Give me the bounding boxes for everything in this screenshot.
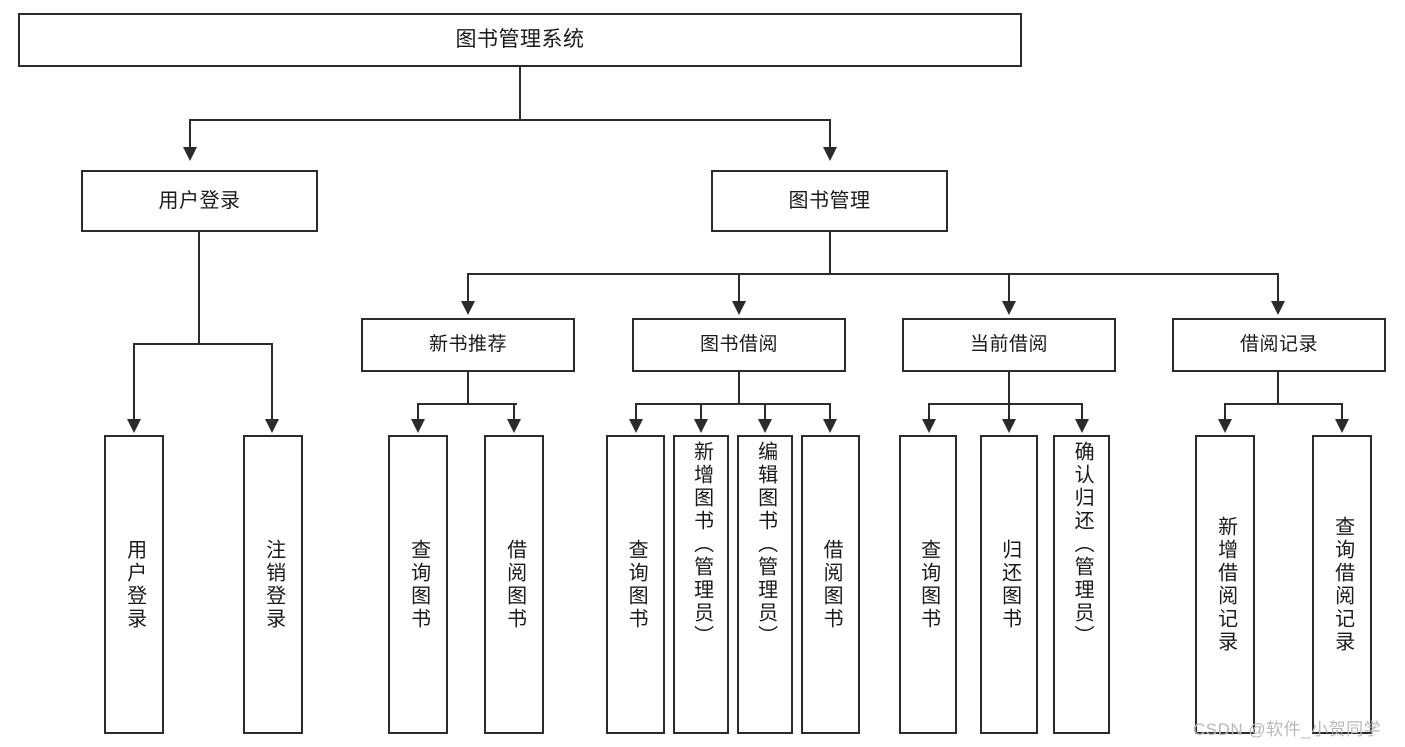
node-label: 当前借阅 [969, 334, 1048, 356]
node-label: 借阅图书 [503, 538, 526, 631]
node-leaf-add-book[interactable]: 新增图书（管理员） [673, 435, 729, 734]
connector-borrow-record-bus [1224, 403, 1342, 405]
node-label: 新书推荐 [428, 334, 507, 356]
arrow-to-new-book-recommend [461, 301, 475, 315]
node-label: 查询图书 [407, 538, 430, 631]
node-label: 查询图书 [917, 538, 940, 631]
arrow-to-leaf-user-logout [265, 419, 279, 433]
connector-bb-to-add-book [700, 403, 702, 421]
connector-bb-to-edit-book [764, 403, 766, 421]
node-leaf-query-book-2[interactable]: 查询图书 [606, 435, 665, 734]
arrow-to-leaf-confirm-return [1075, 419, 1089, 433]
connector-cb-to-query-book [928, 403, 930, 421]
node-label: 新增借阅记录 [1214, 515, 1237, 654]
node-label: 归还图书 [998, 538, 1021, 631]
node-root-system[interactable]: 图书管理系统 [18, 13, 1022, 67]
node-leaf-return-book[interactable]: 归还图书 [980, 435, 1038, 734]
connector-book-borrow-stem [738, 372, 740, 404]
arrow-to-leaf-query-book-1 [411, 419, 425, 433]
connector-user-login-bus [133, 343, 271, 345]
node-new-book-recommend[interactable]: 新书推荐 [361, 318, 575, 372]
node-leaf-user-logout[interactable]: 注销登录 [243, 435, 303, 734]
node-label: 借阅记录 [1239, 334, 1318, 356]
arrow-to-leaf-add-record [1218, 419, 1232, 433]
arrow-to-book-borrow [732, 301, 746, 315]
node-label: 注销登录 [262, 538, 285, 631]
connector-new-book-stem [467, 372, 469, 404]
connector-bb-to-borrow-book [829, 403, 831, 421]
connector-book-manage-bus [467, 273, 1279, 275]
connector-current-borrow-stem [1008, 372, 1010, 404]
node-leaf-add-record[interactable]: 新增借阅记录 [1195, 435, 1255, 734]
node-label: 查询图书 [625, 538, 648, 631]
node-label: 借阅图书 [820, 538, 843, 631]
node-leaf-borrow-book-2[interactable]: 借阅图书 [801, 435, 860, 734]
arrow-to-leaf-edit-book [758, 419, 772, 433]
arrow-to-leaf-borrow-book-1 [507, 419, 521, 433]
arrow-to-user-login [183, 147, 197, 161]
arrow-to-book-manage [823, 147, 837, 161]
node-label: 查询借阅记录 [1331, 515, 1354, 654]
connector-cb-to-confirm-return [1081, 403, 1083, 421]
connector-br-to-query-record [1341, 403, 1343, 421]
node-user-login[interactable]: 用户登录 [81, 170, 318, 232]
connector-root-bus [189, 119, 831, 121]
connector-user-login-to-leaf2 [271, 343, 273, 421]
connector-bm-to-current-borrow [1008, 273, 1010, 303]
arrow-to-current-borrow [1002, 301, 1016, 315]
node-book-borrow[interactable]: 图书借阅 [632, 318, 846, 372]
connector-root-to-user-login [189, 119, 191, 149]
node-leaf-borrow-book-1[interactable]: 借阅图书 [484, 435, 544, 734]
node-leaf-query-book-3[interactable]: 查询图书 [899, 435, 957, 734]
arrow-to-leaf-query-book-2 [629, 419, 643, 433]
arrow-to-leaf-user-login [127, 419, 141, 433]
node-label: 确认归还（管理员） [1071, 441, 1094, 648]
connector-book-manage-stem [829, 232, 831, 274]
arrow-to-leaf-borrow-book-2 [823, 419, 837, 433]
connector-br-to-add-record [1224, 403, 1226, 421]
node-label: 编辑图书（管理员） [754, 441, 777, 648]
connector-bb-to-query-book [635, 403, 637, 421]
node-leaf-edit-book[interactable]: 编辑图书（管理员） [737, 435, 793, 734]
node-current-borrow[interactable]: 当前借阅 [902, 318, 1116, 372]
arrow-to-borrow-record [1271, 301, 1285, 315]
connector-book-borrow-bus [635, 403, 830, 405]
node-label: 新增图书（管理员） [690, 441, 713, 648]
arrow-to-leaf-return-book [1002, 419, 1016, 433]
connector-nb-to-query-book [417, 403, 419, 421]
node-book-manage[interactable]: 图书管理 [711, 170, 948, 232]
node-label: 图书管理 [788, 189, 871, 212]
node-label: 用户登录 [158, 189, 241, 212]
connector-current-borrow-bus [928, 403, 1083, 405]
node-leaf-query-record[interactable]: 查询借阅记录 [1312, 435, 1372, 734]
connector-nb-to-borrow-book [513, 403, 515, 421]
connector-root-stem [519, 67, 521, 120]
arrow-to-leaf-query-book-3 [922, 419, 936, 433]
arrow-to-leaf-query-record [1335, 419, 1349, 433]
node-leaf-confirm-return[interactable]: 确认归还（管理员） [1053, 435, 1110, 734]
node-leaf-user-login[interactable]: 用户登录 [104, 435, 164, 734]
connector-bm-to-book-borrow [738, 273, 740, 303]
connector-new-book-bus [417, 403, 517, 405]
node-leaf-query-book-1[interactable]: 查询图书 [388, 435, 448, 734]
node-borrow-record[interactable]: 借阅记录 [1172, 318, 1386, 372]
connector-bm-to-borrow-record [1277, 273, 1279, 303]
connector-user-login-to-leaf1 [133, 343, 135, 421]
connector-borrow-record-stem [1277, 372, 1279, 404]
node-label: 用户登录 [123, 538, 146, 631]
connector-cb-to-return-book [1008, 403, 1010, 421]
connector-user-login-stem [198, 232, 200, 344]
arrow-to-leaf-add-book [694, 419, 708, 433]
node-label: 图书借阅 [699, 334, 778, 356]
connector-bm-to-new-book [467, 273, 469, 303]
node-label: 图书管理系统 [455, 27, 585, 51]
connector-root-to-book-manage [829, 119, 831, 149]
